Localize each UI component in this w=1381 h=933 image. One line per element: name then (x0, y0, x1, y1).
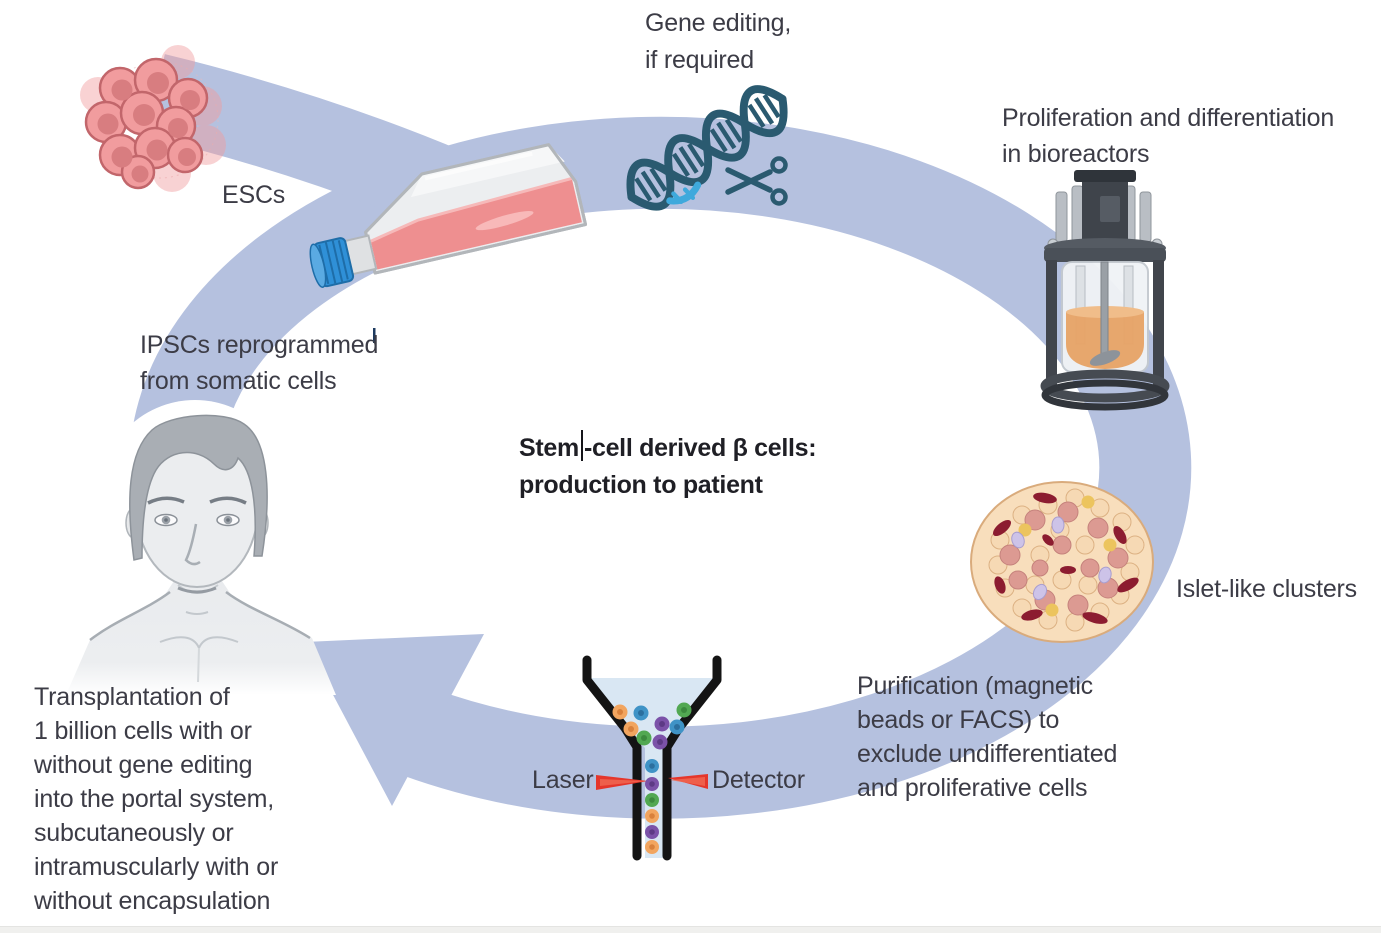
laser-label: Laser (532, 766, 594, 794)
figure-title-line1: Stem-cell derived β cells: (519, 430, 817, 467)
purification-line1: Purification (magnetic (857, 672, 1093, 700)
detector-label: Detector (712, 766, 805, 794)
dna-scissors-icon (626, 85, 788, 211)
purification-line4: and proliferative cells (857, 774, 1088, 802)
islet-label: Islet-like clusters (1176, 575, 1357, 603)
transplantation-label: Transplantation of 1 billion cells with … (34, 680, 278, 918)
transplantation-line5: subcutaneously or (34, 819, 234, 847)
purification-label: Purification (magnetic beads or FACS) to… (857, 669, 1117, 805)
islet-cluster-icon (970, 481, 1154, 643)
detector-beam-icon (668, 774, 708, 789)
facs-funnel-icon (582, 655, 722, 861)
bioreactor-label: Proliferation and differentiation in bio… (1002, 100, 1334, 172)
bottom-strip (0, 926, 1381, 933)
gene-editing-line2: if required (645, 46, 754, 74)
transplantation-line3: without gene editing (34, 751, 253, 779)
transplantation-line2: 1 billion cells with or (34, 717, 252, 745)
figure-title: Stem-cell derived β cells: production to… (519, 430, 817, 504)
patient-figure (66, 414, 336, 695)
transplantation-line1: Transplantation of (34, 683, 230, 711)
gene-editing-line1: Gene editing, (645, 9, 792, 37)
bioreactor-icon (1040, 170, 1170, 411)
transplantation-line6: intramuscularly with or (34, 853, 279, 881)
transplantation-line4: into the portal system, (34, 785, 274, 813)
ipscs-label: IPSCs reprogrammed from somatic cells (140, 327, 378, 399)
text-cursor (580, 430, 583, 461)
stray-cursor-mark (373, 328, 376, 343)
gene-editing-label: Gene editing, if required (645, 5, 791, 79)
bioreactor-line2: in bioreactors (1002, 140, 1150, 168)
ipscs-line1: IPSCs reprogrammed (140, 331, 379, 359)
escs-label: ESCs (222, 181, 286, 209)
purification-line3: exclude undifferentiated (857, 740, 1118, 768)
ipscs-line2: from somatic cells (140, 367, 337, 395)
culture-flask-icon (309, 143, 588, 288)
cycle-arrow-band (129, 116, 1192, 819)
purification-line2: beads or FACS) to (857, 706, 1060, 734)
arrowhead (305, 634, 484, 806)
title-part2: -cell derived β cells: (583, 434, 817, 462)
title-part1: Stem (519, 434, 579, 462)
laser-beam-icon (596, 775, 648, 790)
bioreactor-line1: Proliferation and differentiation (1002, 104, 1335, 132)
esc-cells-icon (80, 45, 226, 192)
transplantation-line7: without encapsulation (34, 887, 271, 915)
figure-title-line2: production to patient (519, 471, 763, 499)
